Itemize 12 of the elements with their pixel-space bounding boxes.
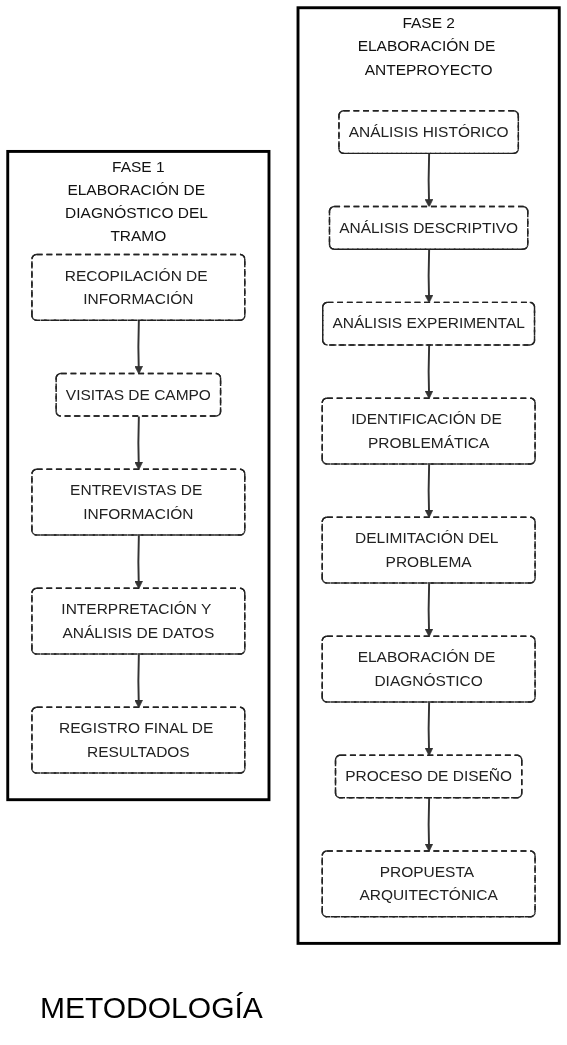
arrow: [134, 415, 143, 471]
diagram-title: METODOLOGÍA: [40, 991, 264, 1025]
arrow: [424, 463, 434, 519]
arrow: [424, 344, 434, 400]
arrow: [424, 701, 434, 757]
arrow: [424, 152, 434, 208]
arrow: [134, 653, 143, 709]
arrow: [424, 582, 434, 638]
arrow: [424, 248, 434, 304]
arrow: [134, 534, 143, 590]
arrow: [134, 319, 143, 375]
arrow: [424, 797, 434, 852]
